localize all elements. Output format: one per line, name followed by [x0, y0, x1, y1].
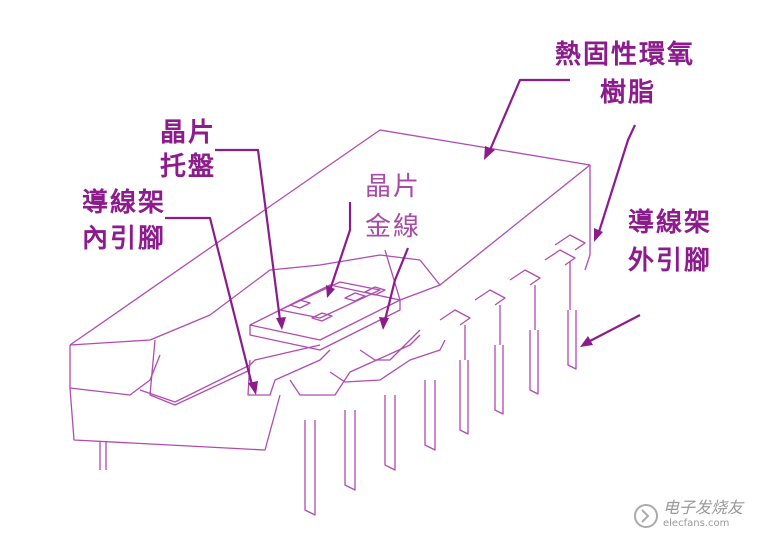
leader-arrows	[165, 78, 641, 395]
outer-leads-shoulders	[439, 234, 586, 360]
label-leadframe-outer-line2: 外引腳	[628, 246, 713, 276]
inner-leads	[174, 329, 446, 403]
watermark-text: 电子发烧友	[663, 498, 744, 517]
label-thermoset-epoxy-resin-line2: 樹脂	[600, 78, 657, 108]
label-leadframe-inner-line2: 內引腳	[82, 224, 167, 254]
label-gold-wire: 金線	[365, 212, 422, 242]
label-chip: 晶片	[365, 172, 422, 202]
label-leadframe-outer-line1: 導線架	[628, 208, 713, 238]
label-thermoset-epoxy-resin-line1: 熱固性環氧	[555, 40, 696, 70]
label-die-pad-line2: 托盤	[160, 152, 217, 182]
watermark-logo-icon	[634, 504, 658, 528]
label-die-pad-line1: 晶片	[160, 118, 217, 148]
die-pad	[249, 281, 401, 351]
outer-leads-front	[99, 310, 577, 516]
label-leadframe-inner-line1: 導線架	[82, 188, 167, 218]
watermark-domain: elecfans.com	[663, 518, 730, 529]
watermark: 电子发烧友 elecfans.com	[633, 500, 743, 532]
